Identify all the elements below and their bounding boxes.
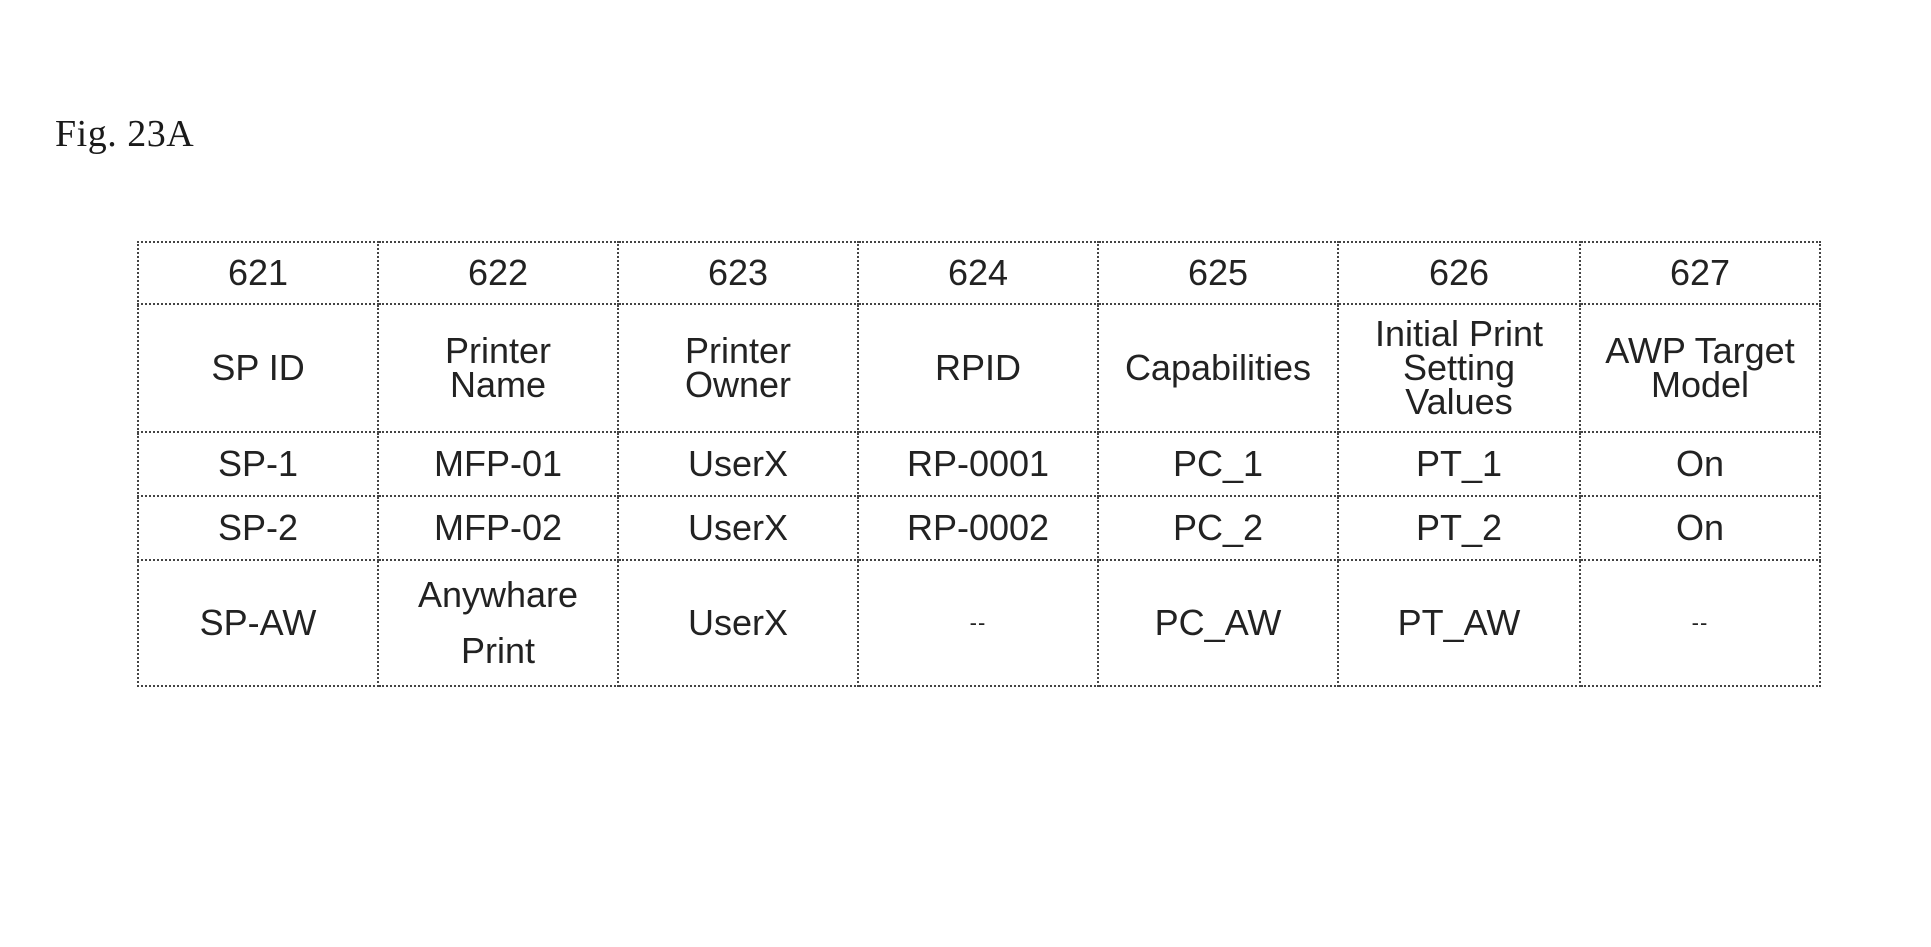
ref-number-cell: 624	[858, 242, 1098, 304]
cell-sp-id: SP-2	[138, 496, 378, 560]
table-row: SP-2 MFP-02 UserX RP-0002 PC_2 PT_2 On	[138, 496, 1820, 560]
table-row: SP-AW Anywhare Print UserX -- PC_AW PT_A…	[138, 560, 1820, 686]
cell-initial-print-setting: PT_AW	[1338, 560, 1580, 686]
ref-number-cell: 621	[138, 242, 378, 304]
printer-registration-table: 621 622 623 624 625 626 627 SP ID Printe…	[137, 241, 1821, 687]
cell-printer-name: MFP-01	[378, 432, 618, 496]
ref-number-cell: 626	[1338, 242, 1580, 304]
cell-capabilities: PC_2	[1098, 496, 1338, 560]
header-rpid: RPID	[858, 304, 1098, 432]
cell-capabilities: PC_AW	[1098, 560, 1338, 686]
reference-number-row: 621 622 623 624 625 626 627	[138, 242, 1820, 304]
header-capabilities: Capabilities	[1098, 304, 1338, 432]
figure-label: Fig. 23A	[55, 112, 194, 156]
cell-rpid: --	[858, 560, 1098, 686]
cell-printer-name: MFP-02	[378, 496, 618, 560]
cell-awp-target-model: On	[1580, 432, 1820, 496]
cell-sp-id: SP-AW	[138, 560, 378, 686]
cell-initial-print-setting: PT_1	[1338, 432, 1580, 496]
cell-printer-owner: UserX	[618, 432, 858, 496]
cell-initial-print-setting: PT_2	[1338, 496, 1580, 560]
cell-printer-owner: UserX	[618, 560, 858, 686]
cell-printer-name: Anywhare Print	[378, 560, 618, 686]
cell-sp-id: SP-1	[138, 432, 378, 496]
cell-rpid: RP-0002	[858, 496, 1098, 560]
header-sp-id: SP ID	[138, 304, 378, 432]
header-printer-name: Printer Name	[378, 304, 618, 432]
header-printer-owner: Printer Owner	[618, 304, 858, 432]
header-awp-target-model: AWP Target Model	[1580, 304, 1820, 432]
ref-number-cell: 627	[1580, 242, 1820, 304]
ref-number-cell: 622	[378, 242, 618, 304]
column-header-row: SP ID Printer Name Printer Owner RPID Ca…	[138, 304, 1820, 432]
cell-printer-owner: UserX	[618, 496, 858, 560]
table-row: SP-1 MFP-01 UserX RP-0001 PC_1 PT_1 On	[138, 432, 1820, 496]
cell-awp-target-model: --	[1580, 560, 1820, 686]
cell-awp-target-model: On	[1580, 496, 1820, 560]
cell-capabilities: PC_1	[1098, 432, 1338, 496]
cell-rpid: RP-0001	[858, 432, 1098, 496]
header-initial-print-setting-values: Initial Print Setting Values	[1338, 304, 1580, 432]
ref-number-cell: 625	[1098, 242, 1338, 304]
ref-number-cell: 623	[618, 242, 858, 304]
